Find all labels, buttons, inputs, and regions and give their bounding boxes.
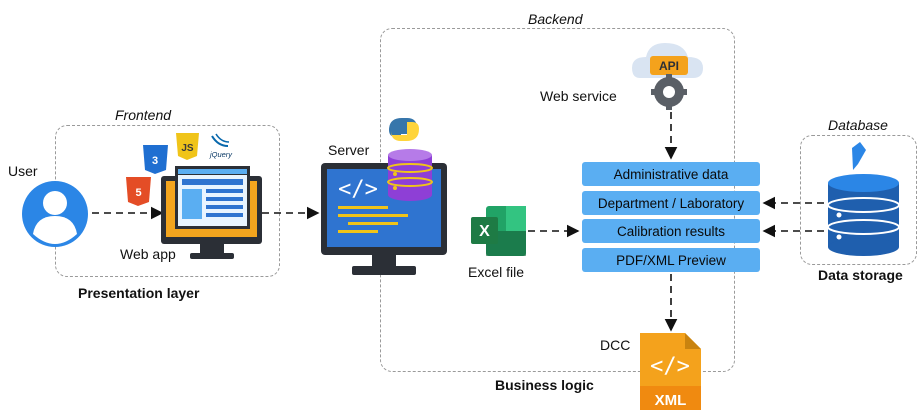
- database-region: [800, 135, 917, 265]
- dcc-label: DCC: [600, 337, 631, 353]
- svg-text:API: API: [659, 59, 679, 73]
- data-storage-icon: [827, 142, 900, 256]
- javascript-icon: JS: [176, 133, 199, 160]
- database-title: Database: [828, 117, 888, 133]
- excel-icon: X: [471, 206, 526, 256]
- department-laboratory-box: Department / Laboratory: [582, 191, 760, 215]
- backend-title: Backend: [528, 11, 583, 27]
- server-label: Server: [328, 142, 370, 158]
- administrative-data-box: Administrative data: [582, 162, 760, 186]
- svg-text:5: 5: [135, 187, 141, 199]
- jquery-icon: jQuery: [209, 133, 233, 159]
- svg-text:</>: </>: [338, 177, 378, 202]
- xml-file-icon: </> XML: [640, 333, 701, 410]
- web-app-icon: [161, 166, 262, 259]
- html5-icon: 5: [126, 177, 151, 206]
- pdf-xml-preview-box: PDF/XML Preview: [582, 248, 760, 272]
- web-service-icon: API: [632, 43, 703, 110]
- presentation-layer-label: Presentation layer: [78, 285, 200, 301]
- user-icon: [22, 181, 88, 247]
- svg-text:X: X: [479, 223, 490, 240]
- web-service-label: Web service: [540, 88, 617, 104]
- svg-text:XML: XML: [655, 392, 687, 409]
- calibration-results-box: Calibration results: [582, 219, 760, 243]
- css3-icon: 3: [143, 145, 168, 174]
- svg-text:</>: </>: [650, 354, 690, 379]
- svg-text:3: 3: [152, 155, 158, 167]
- excel-file-label: Excel file: [468, 264, 525, 280]
- frontend-title: Frontend: [115, 107, 172, 123]
- svg-text:jQuery: jQuery: [209, 150, 233, 159]
- svg-text:JS: JS: [181, 143, 194, 154]
- data-storage-label: Data storage: [818, 267, 903, 283]
- user-label: User: [8, 163, 38, 179]
- server-database-icon: [387, 149, 433, 201]
- web-app-label: Web app: [120, 246, 176, 262]
- business-logic-label: Business logic: [495, 377, 594, 393]
- python-icon: [389, 118, 419, 141]
